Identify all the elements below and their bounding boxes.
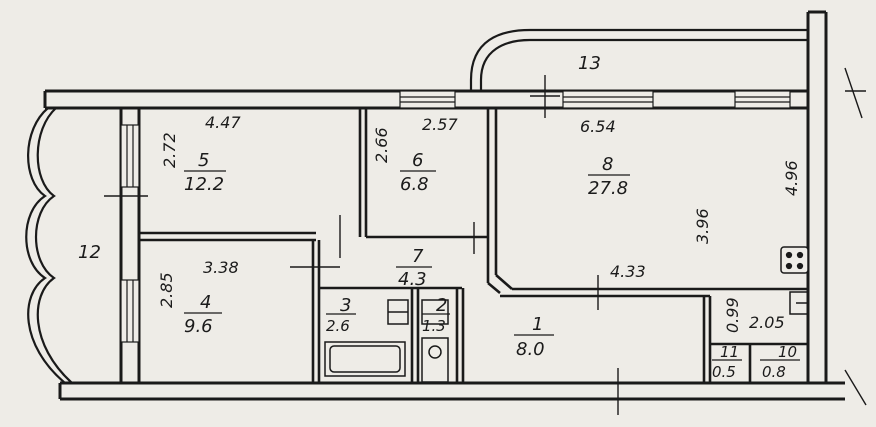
toilet-icon bbox=[421, 299, 449, 383]
room-8-number: 8 bbox=[602, 154, 613, 175]
r10-width: 2.05 bbox=[749, 313, 785, 332]
room-6-area: 6.8 bbox=[400, 174, 429, 195]
room-1-number: 1 bbox=[532, 314, 543, 335]
room-6-number: 6 bbox=[412, 150, 423, 171]
room-10-area: 0.8 bbox=[762, 363, 786, 381]
r6-width: 2.57 bbox=[422, 115, 458, 134]
r4-width: 3.38 bbox=[203, 258, 239, 277]
r6-height: 2.66 bbox=[372, 127, 391, 163]
room-5-area: 12.2 bbox=[184, 174, 224, 195]
room-2-area: 1.3 bbox=[422, 317, 446, 335]
door-marks bbox=[104, 67, 867, 415]
room-10-number: 10 bbox=[778, 343, 797, 361]
stove-icon bbox=[780, 246, 809, 274]
kitchen-sink-icon bbox=[789, 291, 809, 315]
left-windows bbox=[120, 124, 140, 343]
room-11-area: 0.5 bbox=[712, 363, 736, 381]
r4-height: 2.85 bbox=[157, 272, 176, 308]
sink-icon bbox=[387, 299, 409, 325]
room-3-area: 2.6 bbox=[326, 317, 350, 335]
room-5-number: 5 bbox=[198, 150, 209, 171]
room-8-area: 27.8 bbox=[588, 178, 628, 199]
r5-height: 2.72 bbox=[160, 132, 179, 168]
top-balcony-outline bbox=[469, 28, 808, 91]
left-balcony-area: 12 bbox=[78, 242, 101, 263]
room-1-area: 8.0 bbox=[516, 339, 545, 360]
room-2-number: 2 bbox=[436, 295, 447, 316]
r8-height: 4.96 bbox=[782, 160, 801, 196]
room-4-area: 9.6 bbox=[184, 316, 213, 337]
r8-width: 6.54 bbox=[580, 117, 616, 136]
room-7-number: 7 bbox=[412, 246, 424, 267]
room-7-area: 4.3 bbox=[398, 269, 427, 290]
r8-inner-height: 3.96 bbox=[693, 208, 712, 244]
interior-walls bbox=[139, 108, 808, 383]
r5-width: 4.47 bbox=[205, 113, 241, 132]
left-balcony-outline bbox=[25, 107, 73, 384]
r11-height: 0.99 bbox=[723, 297, 742, 333]
r1-width: 4.33 bbox=[610, 262, 646, 281]
room-4-number: 4 bbox=[200, 292, 211, 313]
top-windows bbox=[399, 90, 791, 109]
exterior-walls bbox=[43, 10, 845, 401]
room-11-number: 11 bbox=[720, 343, 739, 361]
bathtub-icon bbox=[324, 341, 406, 377]
room-3-number: 3 bbox=[340, 295, 351, 316]
top-balcony-area: 13 bbox=[578, 53, 601, 74]
